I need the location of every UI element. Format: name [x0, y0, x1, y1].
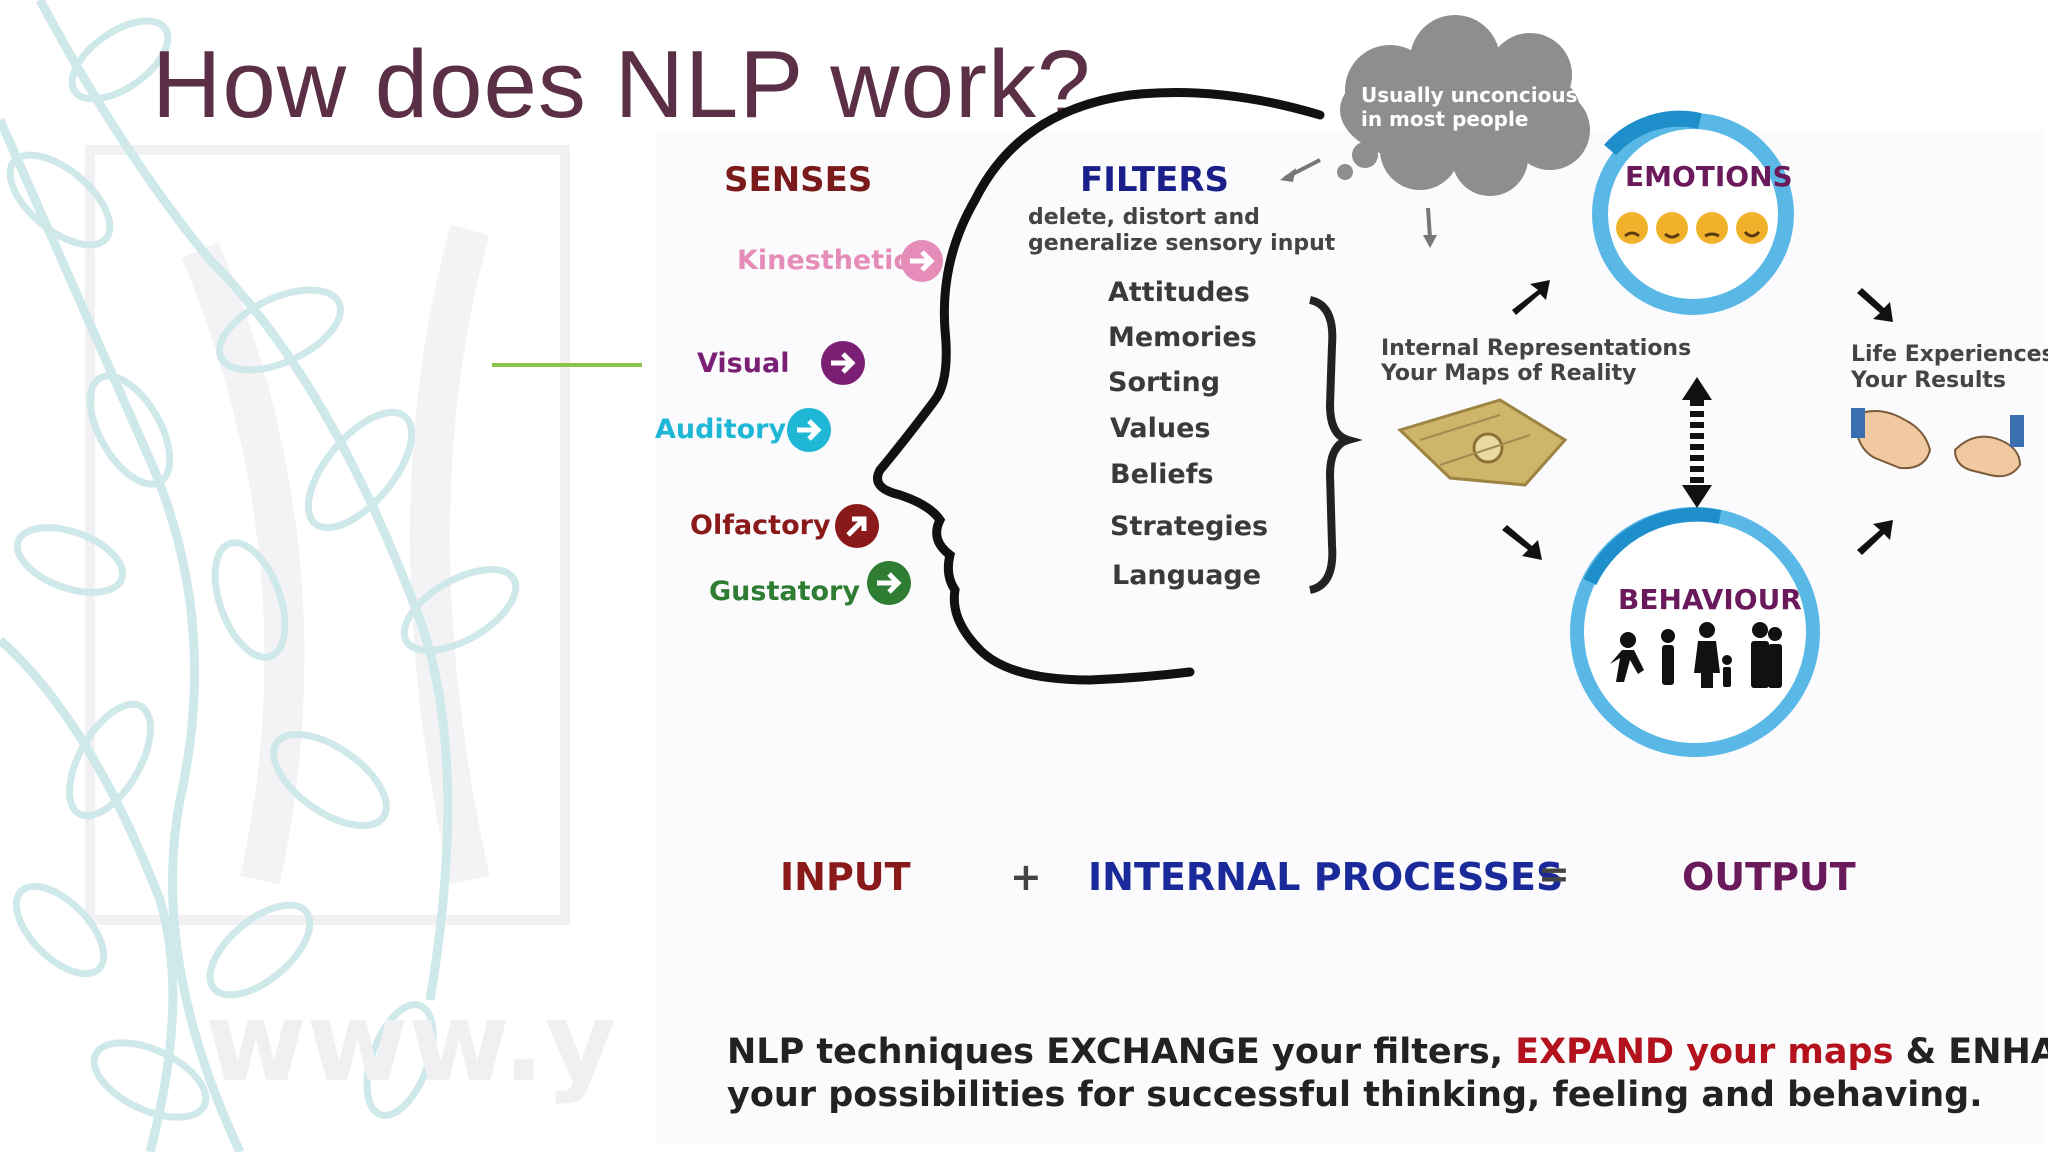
emotions-ring-accent	[1604, 110, 1702, 156]
senses-header: SENSES	[724, 160, 873, 200]
slide-title: How does NLP work?	[152, 31, 1092, 138]
filters-brace	[1308, 296, 1363, 594]
arrow-from-behaviour	[1857, 520, 1893, 555]
arrow-from-emotions	[1857, 288, 1893, 322]
sense-arrow-icons	[787, 240, 943, 605]
results-line1: Life Experiences	[1851, 342, 2048, 367]
map-image	[1397, 398, 1568, 487]
filter-item: Beliefs	[1110, 459, 1214, 490]
cloud-text-line2: in most people	[1361, 107, 1529, 131]
sense-visual: Visual	[697, 348, 790, 379]
emotions-label: EMOTIONS	[1625, 160, 1793, 193]
bottom-text-part3: & ENHANCE	[1905, 1032, 2048, 1072]
sense-gustatory: Gustatory	[709, 576, 860, 607]
behaviour-label: BEHAVIOUR	[1618, 583, 1802, 616]
sense-kinesthetic: Kinesthetic	[737, 245, 910, 276]
results-line2: Your Results	[1851, 368, 2006, 393]
equation-internal: INTERNAL PROCESSES	[1088, 855, 1564, 899]
filter-item: Sorting	[1108, 367, 1221, 398]
people-silhouettes-icon	[1610, 622, 1782, 688]
cloud-text-line1: Usually unconcious	[1361, 83, 1578, 107]
bottom-text-highlight: EXPAND your maps	[1515, 1032, 1894, 1072]
bottom-text-line2: your possibilities for successful thinki…	[727, 1075, 1983, 1115]
bottom-text-line1: NLP techniques EXCHANGE your filters, EX…	[727, 1032, 2048, 1072]
equation-input: INPUT	[780, 855, 911, 899]
arrow-to-emotions	[1512, 280, 1550, 315]
emoji-faces-icon	[1616, 212, 1768, 244]
bidirectional-dashed-arrow	[1682, 377, 1712, 508]
leaf-shapes	[6, 17, 520, 1121]
filter-item: Attitudes	[1108, 277, 1250, 308]
watermark-text: www.y	[205, 978, 616, 1106]
filters-subtitle-line1: delete, distort and	[1028, 205, 1260, 230]
bottom-text-part1: NLP techniques EXCHANGE your filters,	[727, 1032, 1504, 1072]
sense-olfactory: Olfactory	[690, 510, 831, 541]
accent-line	[492, 363, 642, 367]
filter-item: Values	[1110, 413, 1211, 444]
thumbs-icons	[1851, 408, 2024, 478]
sense-auditory: Auditory	[655, 414, 787, 445]
internal-representations-line2: Your Maps of Reality	[1381, 361, 1637, 386]
cloud-arrow-down	[1426, 207, 1432, 239]
filter-item: Strategies	[1110, 511, 1269, 542]
cloud-arrow-down-head	[1423, 235, 1437, 248]
internal-representations-line1: Internal Representations	[1381, 336, 1692, 361]
equation-plus: +	[1010, 855, 1042, 899]
thought-cloud	[1337, 15, 1590, 196]
equation-equals: =	[1538, 852, 1570, 896]
filters-header: FILTERS	[1080, 160, 1229, 200]
filter-item: Memories	[1108, 322, 1257, 353]
head-outline	[873, 88, 1325, 685]
equation-output: OUTPUT	[1682, 855, 1856, 899]
arrow-to-behaviour	[1502, 525, 1542, 560]
filters-subtitle-line2: generalize sensory input	[1028, 231, 1336, 256]
filter-item: Language	[1112, 560, 1262, 591]
behaviour-ring-accent	[1583, 507, 1722, 586]
cloud-arrow-left-head	[1280, 168, 1296, 182]
flow-arrows	[1502, 280, 1893, 560]
